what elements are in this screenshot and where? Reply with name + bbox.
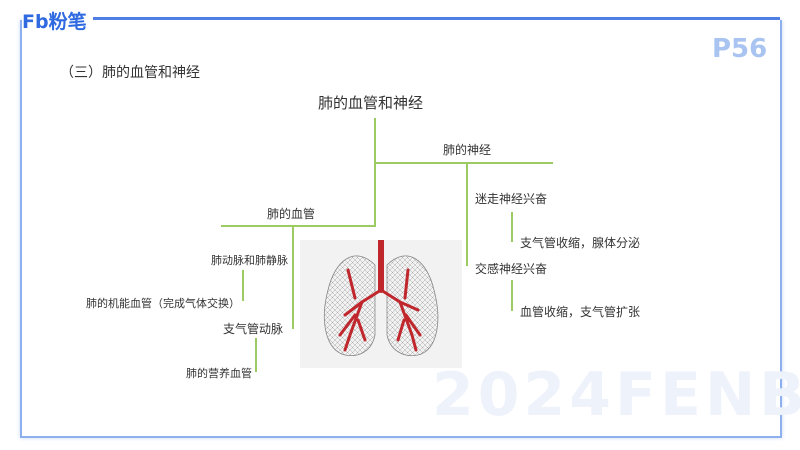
- vagus-node: 迷走神经兴奋: [475, 192, 548, 206]
- mindmap-root: 肺的血管和神经: [318, 94, 424, 112]
- connector: [375, 162, 553, 164]
- bronchial-detail: 肺的营养血管: [186, 367, 252, 380]
- pulmonary-detail: 肺的机能血管（完成气体交换）: [86, 297, 240, 310]
- page-number: P56: [712, 34, 768, 64]
- nerves-node: 肺的神经: [443, 143, 492, 157]
- connector: [292, 226, 294, 329]
- slide-frame: [20, 20, 782, 438]
- brand-logo: Fb粉笔: [22, 7, 93, 34]
- connector: [242, 270, 244, 301]
- watermark: 2024FENBI: [432, 360, 800, 430]
- connector: [255, 338, 257, 372]
- vessels-node: 肺的血管: [267, 207, 316, 221]
- bronchial-node: 支气管动脉: [222, 322, 283, 336]
- pulmonary-node: 肺动脉和肺静脉: [211, 254, 288, 267]
- section-heading: （三）肺的血管和神经: [60, 65, 200, 81]
- connector: [466, 163, 468, 266]
- header-rule: [75, 17, 780, 20]
- vagus-detail: 支气管收缩，腺体分泌: [520, 236, 641, 250]
- sympathetic-node: 交感神经兴奋: [475, 262, 548, 276]
- connector: [511, 280, 513, 311]
- lung-illustration: [300, 237, 462, 368]
- connector: [221, 225, 376, 227]
- connector: [511, 212, 513, 242]
- sympathetic-detail: 血管收缩，支气管扩张: [520, 305, 641, 319]
- connector: [374, 118, 376, 227]
